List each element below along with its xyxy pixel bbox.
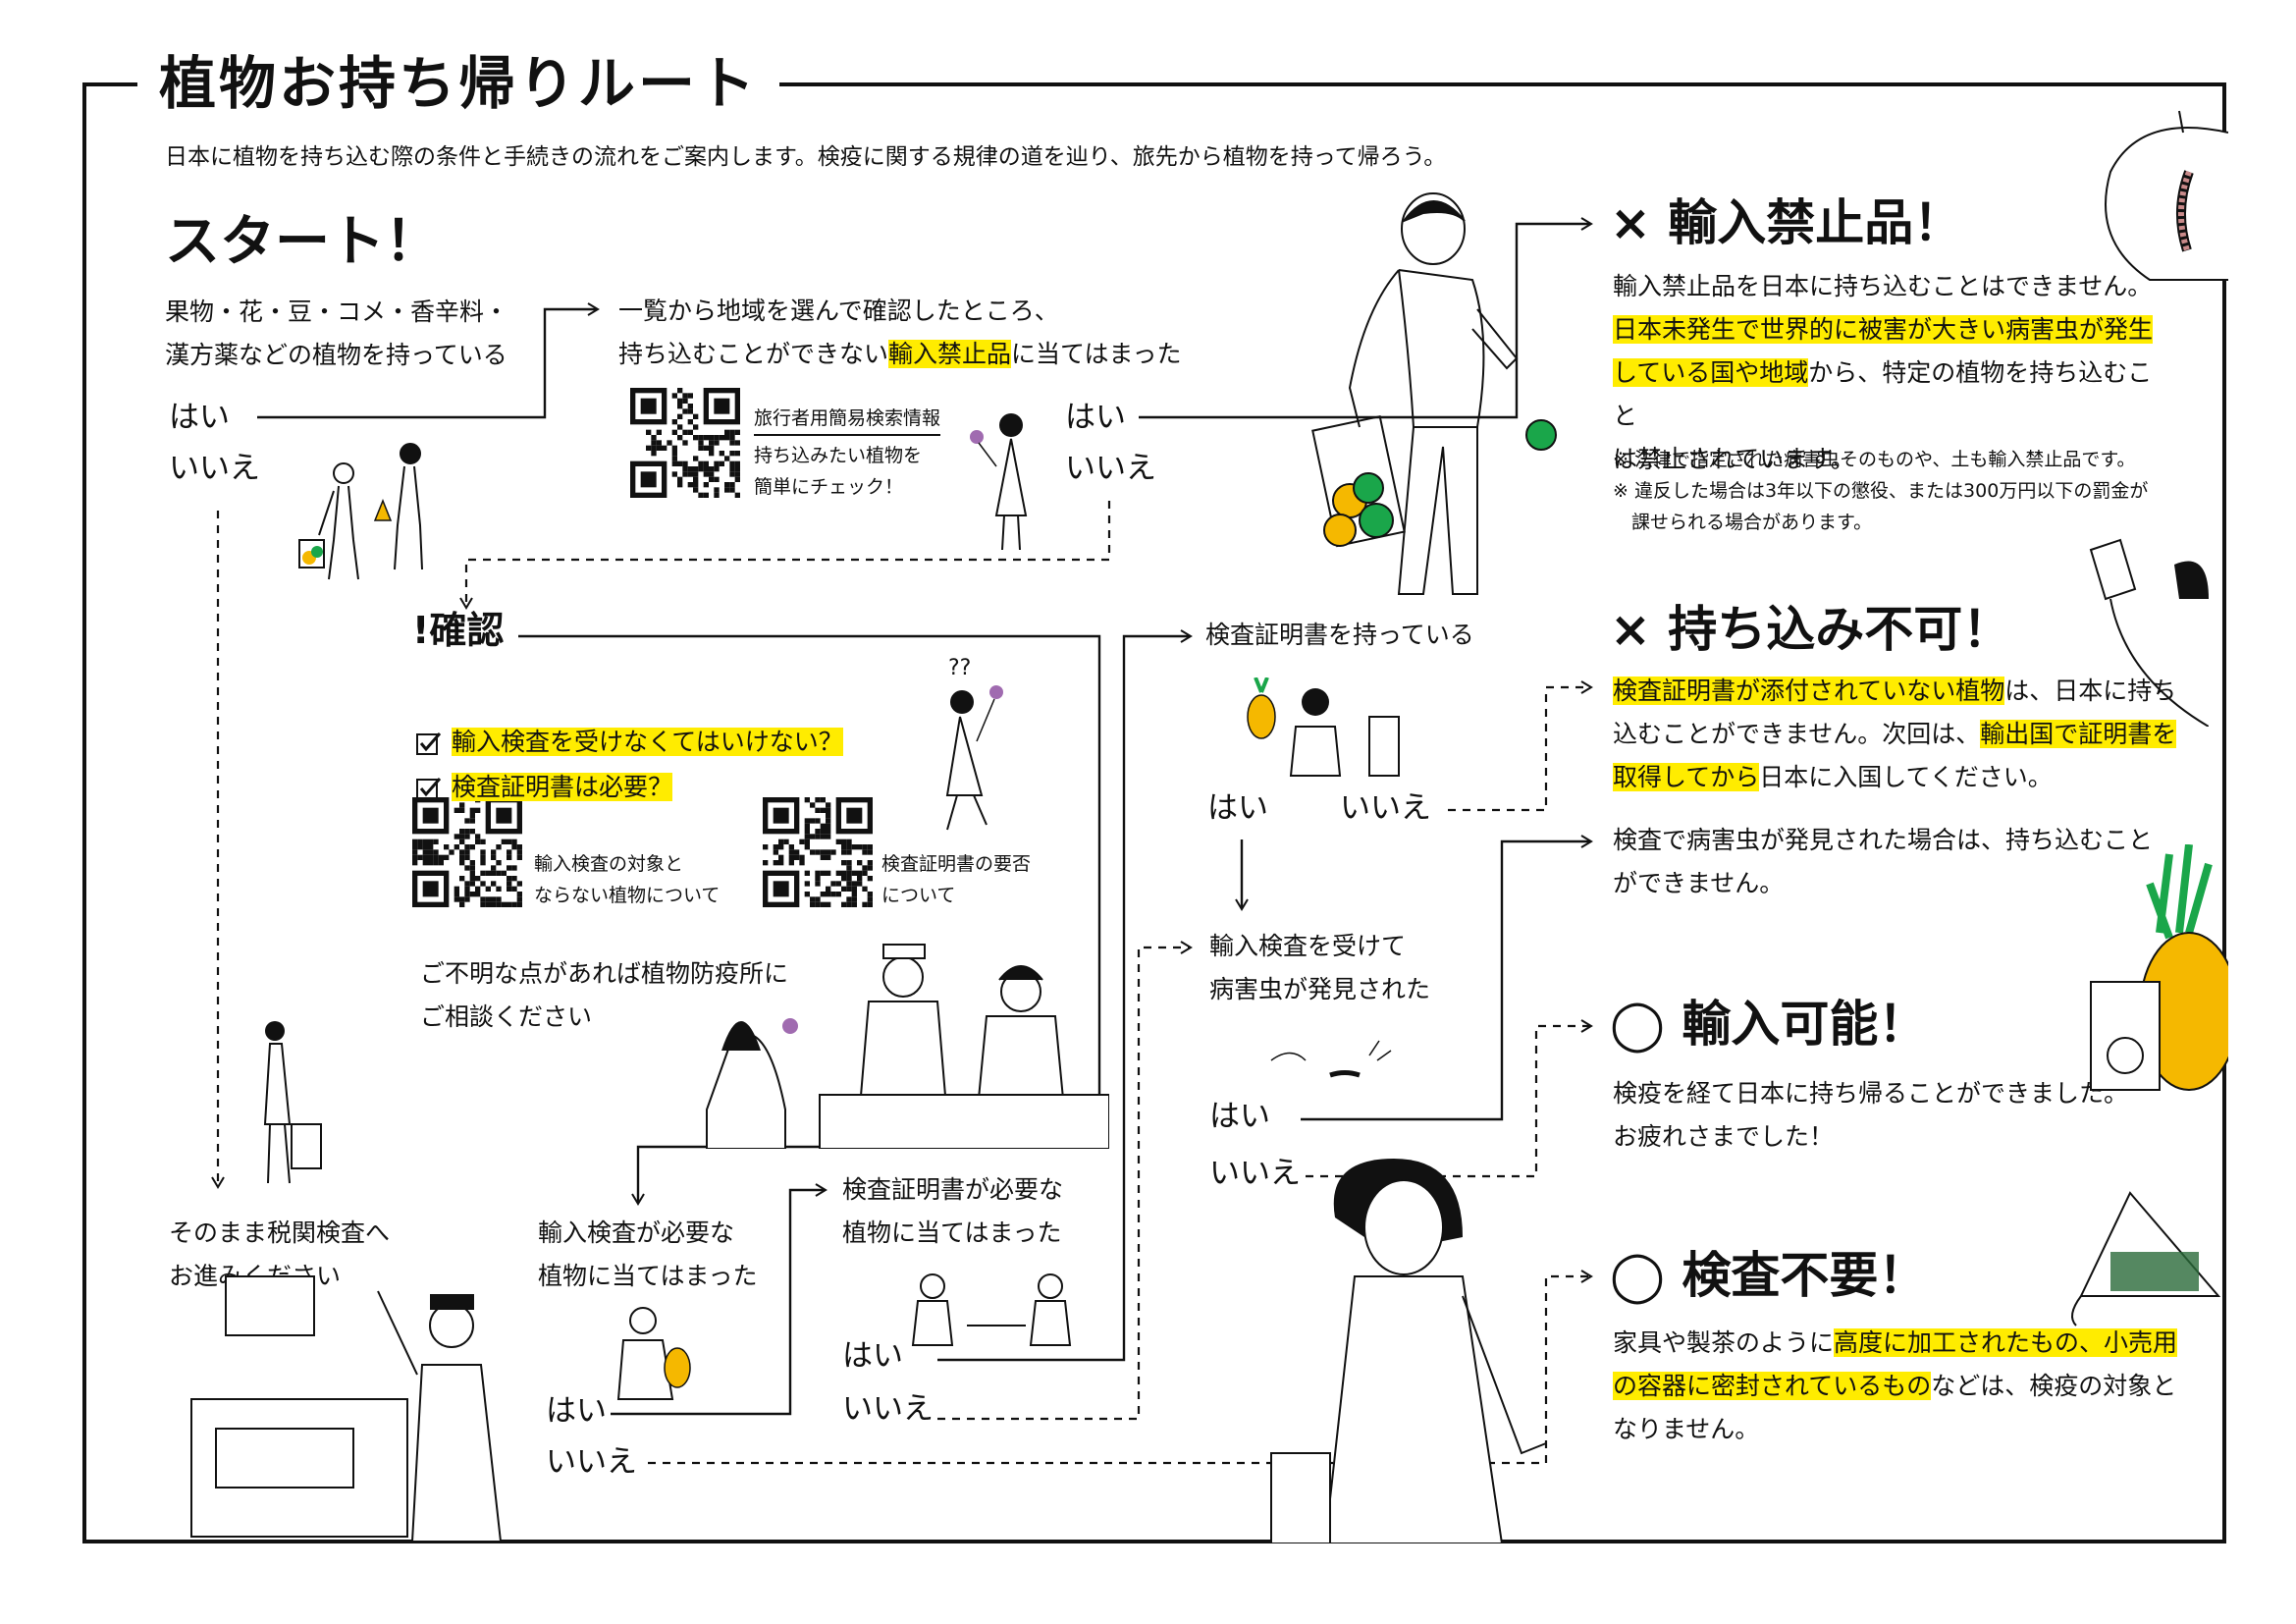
qr1-desc: 輸入検査の対象と ならない植物について: [534, 853, 721, 906]
signing-certificate-illustration: [911, 1273, 1072, 1346]
not-allowed-highlight-3: 取得してから: [1613, 763, 1760, 791]
pest-no[interactable]: いいえ: [1209, 1156, 1301, 1191]
q2-no[interactable]: いいえ: [1065, 451, 1156, 486]
qr-code-certificate[interactable]: [763, 797, 873, 907]
q2-qr-desc: 持ち込みたい植物を 簡単にチェック！: [754, 445, 923, 498]
have-certificate-question: 検査証明書を持っている: [1205, 621, 1474, 649]
checklist-item-1: 輸入検査を受けなくてはいけない？: [416, 677, 843, 764]
dropped-fruit-icon: [1525, 419, 1557, 451]
checklist-item-1-label: 輸入検査を受けなくてはいけない？: [452, 728, 843, 756]
pest-yes[interactable]: はい: [1209, 1099, 1270, 1134]
confirm-heading-text: 確認: [429, 609, 505, 652]
woman-confused-illustration: [945, 685, 1003, 831]
page-title: 植物お持ち帰りルート: [137, 49, 780, 118]
result-importable-body: 検疫を経て日本に持ち帰ることができました。 お疲れさまでした！: [1613, 1079, 2129, 1151]
q2-text-after: に当てはまった: [1011, 340, 1182, 368]
consult-text: ご不明な点があれば植物防疫所に ご相談ください: [420, 959, 789, 1031]
result-not-allowed-body: 検査証明書が添付されていない植物は、日本に持ち 込むことができません。次回は、輸…: [1613, 670, 2202, 799]
q2-text-highlight: 輸入禁止品: [888, 340, 1012, 368]
intro-text: 日本に植物を持ち込む際の条件と手続きの流れをご案内します。検疫に関する規律の道を…: [165, 144, 1447, 170]
need-inspection-yes[interactable]: はい: [546, 1393, 607, 1429]
not-allowed-line3: 日本に入国してください。: [1759, 763, 2053, 791]
need-certificate-no[interactable]: いいえ: [842, 1391, 934, 1427]
qr-code-exempt-plants[interactable]: [412, 797, 522, 907]
not-allowed-highlight-2: 輸出国で証明書を: [1980, 720, 2177, 748]
woman-with-flower-illustration: [970, 413, 1028, 551]
prohibited-note-1: ※ 法律で指定された病害虫そのものや、土も輸入禁止品です。: [1613, 449, 2136, 470]
result-prohibited-body: 輸入禁止品を日本に持ち込むことはできません。 日本未発生で世界的に被害が大きい病…: [1613, 265, 2163, 481]
need-inspection-question: 輸入検査が必要な 植物に当てはまった: [538, 1218, 758, 1290]
result-no-inspection-heading: ◯ 検査不要！: [1610, 1247, 1928, 1304]
exclamation-icon: !: [412, 609, 430, 652]
not-allowed-highlight-1: 検査証明書が添付されていない植物: [1613, 677, 2005, 705]
need-certificate-question: 検査証明書が必要な 植物に当てはまった: [842, 1175, 1064, 1247]
prohibited-line3: は禁止されています。: [1613, 445, 1855, 473]
start-no[interactable]: いいえ: [169, 451, 260, 486]
checklist-item-2-label: 検査証明書は必要？: [452, 773, 673, 801]
q2-qr-title: 旅行者用簡易検索情報: [754, 403, 941, 436]
traveler-walking-illustration: [1311, 192, 1519, 595]
not-allowed-pest-text: 検査で病害虫が発見された場合は、持ち込むこと ができません。: [1613, 826, 2154, 897]
start-question: 果物・花・豆・コメ・香辛料・ 漢方薬などの植物を持っている: [165, 298, 509, 369]
checkbox-icon: [416, 732, 442, 755]
qr-code-search-info[interactable]: [630, 388, 740, 498]
have-certificate-no[interactable]: いいえ: [1340, 790, 1431, 826]
apple-with-worm-illustration: [2105, 110, 2228, 281]
no-inspection-after: などは、検疫の対象と: [1931, 1372, 2177, 1400]
prohibited-note-2: ※ 違反した場合は3年以下の懲役、または300万円以下の罰金が 課せられる場合が…: [1613, 480, 2149, 533]
q2-question: 一覧から地域を選んで確認したところ、 持ち込むことができない輸入禁止品に当てはま…: [618, 290, 1325, 376]
pineapple-with-certificate-illustration: [2090, 844, 2228, 1091]
qr2-desc: 検査証明書の要否 について: [881, 853, 1032, 906]
tea-bag-illustration: [2071, 1191, 2221, 1326]
prohibited-line2: から、特定の植物を持ち込むこと: [1613, 358, 2153, 430]
woman-with-pineapple-certificate-illustration: [1247, 677, 1400, 777]
q2-text-before: 一覧から地域を選んで確認したところ、 持ち込むことができない: [618, 297, 1059, 368]
prohibited-highlight-1: 日本未発生で世界的に被害が大きい病害虫が発生: [1613, 315, 2154, 344]
no-inspection-highlight-2: の容器に密封されているもの: [1613, 1372, 1932, 1400]
pests-illustration: [1270, 1040, 1392, 1078]
no-inspection-before: 家具や製茶のように: [1613, 1328, 1835, 1357]
no-inspection-highlight-1: 高度に加工されたもの、小売用: [1834, 1328, 2178, 1357]
result-not-allowed-heading: × 持ち込み不可！: [1610, 601, 2012, 658]
q2-yes[interactable]: はい: [1065, 400, 1126, 435]
need-inspection-no[interactable]: いいえ: [546, 1444, 637, 1480]
result-no-inspection-body: 家具や製茶のように高度に加工されたもの、小売用 の容器に密封されているものなどは…: [1613, 1322, 2202, 1451]
officer-inspecting-pineapple-illustration: [616, 1307, 691, 1400]
traveler-with-suitcase-illustration: [263, 1021, 322, 1184]
start-yes[interactable]: はい: [169, 400, 230, 435]
quarantine-officers-counter-illustration: [706, 944, 1109, 1149]
prohibited-highlight-2: している国や地域: [1613, 358, 1809, 387]
not-allowed-line2: 込むことができません。次回は、: [1613, 720, 1981, 748]
result-importable-heading: ◯ 輸入可能！: [1610, 996, 1928, 1053]
no-inspection-end: なりません。: [1613, 1415, 1760, 1443]
prohibited-line1: 輸入禁止品を日本に持ち込むことはできません。: [1613, 272, 2153, 300]
hand-holding-passport-illustration: [2089, 538, 2209, 727]
result-prohibited-heading: × 輸入禁止品！: [1610, 194, 1963, 251]
page-frame: [82, 82, 2226, 1543]
couple-with-bags-illustration: [298, 443, 423, 580]
checkbox-icon: [416, 778, 442, 800]
have-certificate-yes[interactable]: はい: [1207, 790, 1268, 826]
customs-officer-xray-illustration: [190, 1275, 503, 1542]
pest-question: 輸入検査を受けて 病害虫が発見された: [1209, 932, 1431, 1003]
woman-with-shopping-bag-illustration: [1270, 1159, 1547, 1543]
start-heading: スタート！: [165, 210, 440, 274]
not-allowed-line1: は、日本に持ち: [2004, 677, 2177, 705]
checklist-item-2: 検査証明書は必要？: [416, 723, 673, 809]
need-certificate-yes[interactable]: はい: [842, 1338, 903, 1374]
confirm-heading: !確認: [412, 604, 504, 657]
thinking-marks: ??: [948, 656, 972, 680]
